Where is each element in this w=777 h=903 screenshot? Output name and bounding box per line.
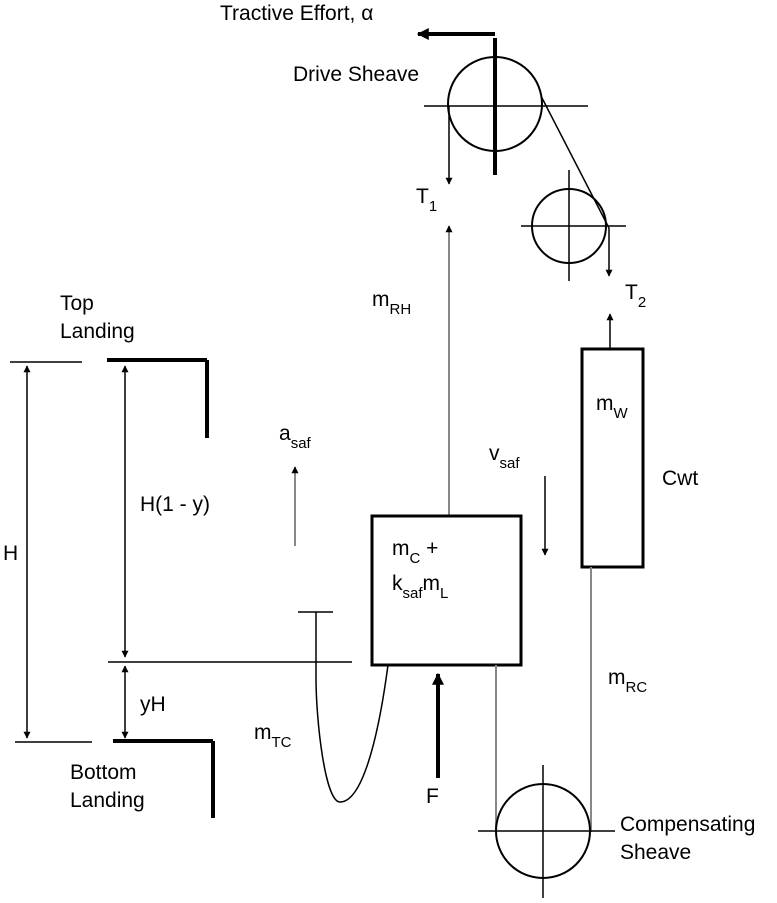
comp-sheave-label-1: Compensating <box>620 813 755 836</box>
m-tc-label: mTC <box>254 721 292 751</box>
traveling-cable <box>298 611 389 803</box>
tractive-effort-label: Tractive Effort, α <box>220 2 373 25</box>
t1-label: T1 <box>416 185 437 215</box>
top-landing-label-2: Landing <box>60 320 135 343</box>
drive-sheave <box>424 38 588 175</box>
rope-drive-to-deflector <box>540 95 610 229</box>
deflector-sheave <box>521 170 626 281</box>
drive-sheave-label: Drive Sheave <box>293 63 419 86</box>
h-one-minus-y-label: H(1 - y) <box>140 493 210 516</box>
k-saf-m-l-label: ksafmL <box>392 572 448 602</box>
elevator-car <box>370 514 523 667</box>
m-rh-label: mRH <box>372 288 411 318</box>
bottom-landing-label-2: Landing <box>70 789 145 812</box>
top-landing-label-1: Top <box>60 292 94 315</box>
top-landing <box>107 358 209 438</box>
v-saf-label: vsaf <box>489 442 520 472</box>
compensating-sheave <box>478 765 615 898</box>
cwt-label: Cwt <box>662 467 698 490</box>
bottom-landing <box>113 739 215 818</box>
f-label: F <box>426 785 439 808</box>
t2-label: T2 <box>625 281 646 311</box>
m-c-label: mC + <box>392 537 438 567</box>
h-label: H <box>3 542 18 565</box>
m-rc-label: mRC <box>608 666 647 696</box>
a-saf-label: asaf <box>279 422 312 452</box>
counterweight <box>580 347 645 569</box>
comp-sheave-label-2: Sheave <box>620 841 691 864</box>
y-h-label: yH <box>140 693 166 716</box>
m-w-label: mW <box>596 392 629 422</box>
bottom-landing-label-1: Bottom <box>70 761 137 784</box>
dimension-lines <box>10 361 352 743</box>
